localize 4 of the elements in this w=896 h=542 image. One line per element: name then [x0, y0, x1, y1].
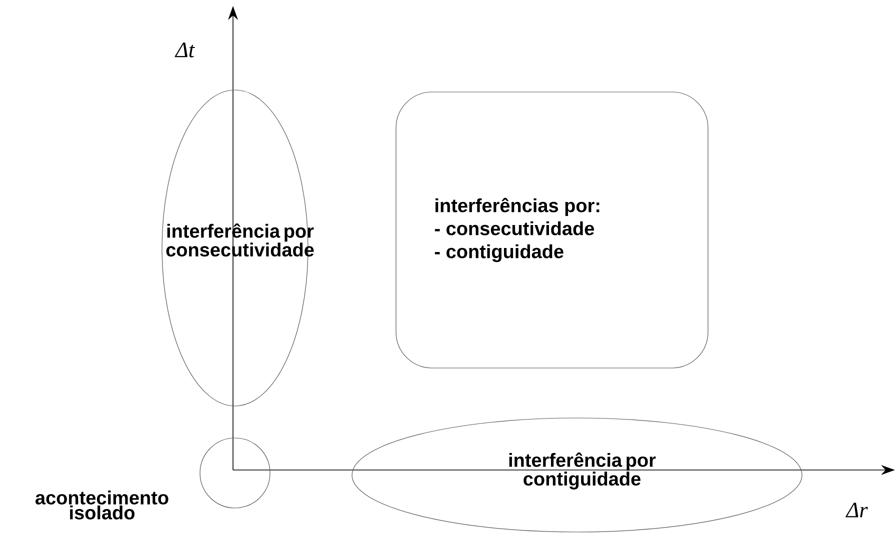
axis-label: Δr: [846, 502, 868, 518]
node-label: acontecimento isolado: [36, 490, 168, 520]
rounded-box: interferências por: - consecutividade - contiguidade: [396, 92, 708, 368]
axis-label: Δt: [174, 42, 195, 58]
